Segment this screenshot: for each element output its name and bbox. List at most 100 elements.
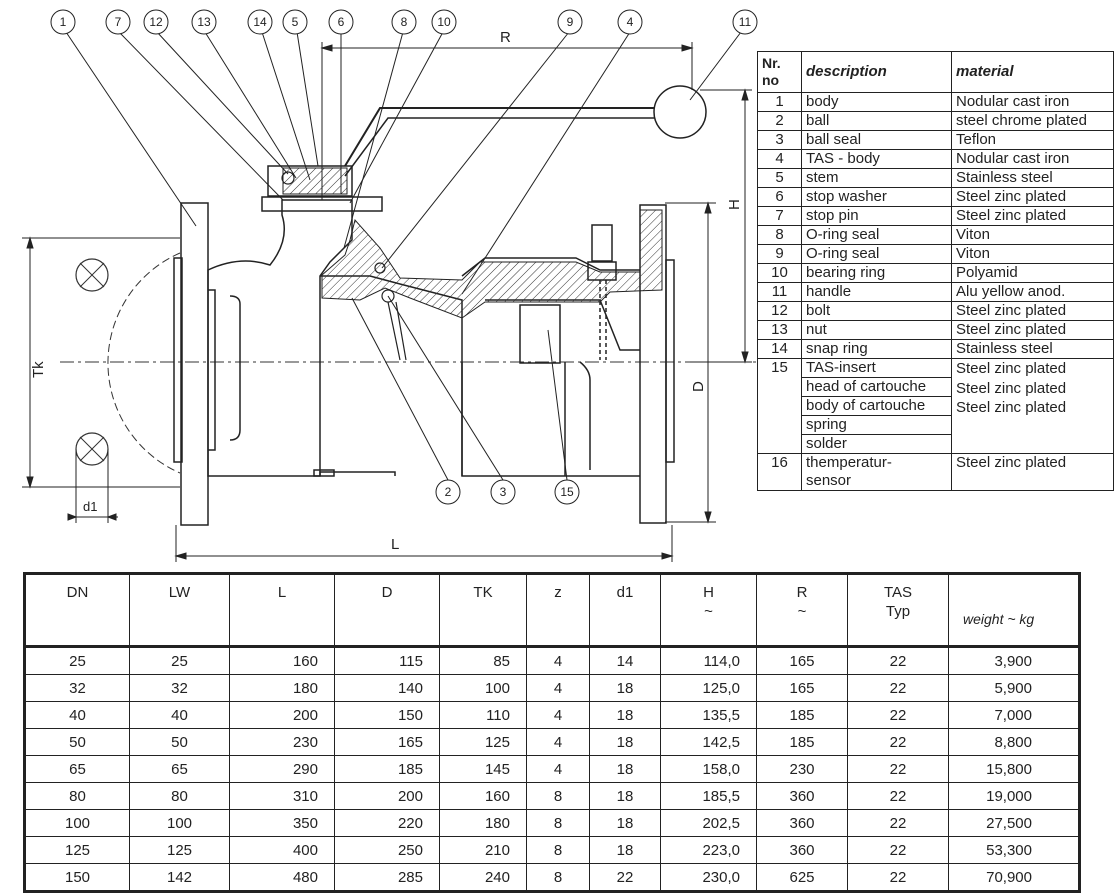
dimensions-cell: 230 xyxy=(229,728,335,756)
dimensions-cell: 8,800 xyxy=(948,728,1080,756)
dimensions-cell: 240 xyxy=(439,863,527,892)
dimensions-cell: 185 xyxy=(756,728,848,756)
part-material: Steel zinc plated xyxy=(956,399,1067,417)
dimensions-cell: 25 xyxy=(129,646,230,675)
dimensions-cell: 70,900 xyxy=(948,863,1080,892)
part-description: ball xyxy=(801,111,952,131)
dimensions-cell: 65 xyxy=(24,755,130,783)
part-description: stop washer xyxy=(801,187,952,207)
part-material: Steel zinc plated xyxy=(951,187,1114,207)
dimensions-cell: 165 xyxy=(334,728,440,756)
part-description: themperatur-sensor xyxy=(801,453,952,491)
dimensions-cell: 210 xyxy=(439,836,527,864)
dimensions-header-cell: weight ~ kg xyxy=(948,573,1080,648)
callout-1: 1 xyxy=(50,9,76,35)
dimensions-cell: 14 xyxy=(589,646,661,675)
part-number: 12 xyxy=(757,301,802,321)
dimensions-cell: 285 xyxy=(334,863,440,892)
part-number: 15 xyxy=(757,358,802,454)
part-material: Steel zinc plated xyxy=(951,453,1114,491)
part-description: stem xyxy=(801,168,952,188)
dimensions-cell: 4 xyxy=(526,728,590,756)
svg-text:9: 9 xyxy=(567,15,574,29)
parts-header-nr: Nr.no xyxy=(757,51,802,93)
callout-3: 3 xyxy=(490,479,516,505)
dimension-lines xyxy=(22,42,752,562)
svg-text:10: 10 xyxy=(437,15,451,29)
part-number: 1 xyxy=(757,92,802,112)
dimension-text: R H D Tk L d1 xyxy=(30,29,743,553)
dimensions-cell: 22 xyxy=(847,836,949,864)
part-number: 9 xyxy=(757,244,802,264)
dimensions-cell: 25 xyxy=(24,646,130,675)
dimensions-cell: 18 xyxy=(589,674,661,702)
dimensions-header-cell: z xyxy=(526,573,590,648)
dimensions-cell: 50 xyxy=(129,728,230,756)
callout-7: 7 xyxy=(105,9,131,35)
dimensions-cell: 15,800 xyxy=(948,755,1080,783)
dimensions-cell: 4 xyxy=(526,646,590,675)
dimensions-cell: 80 xyxy=(24,782,130,810)
callout-12: 12 xyxy=(143,9,169,35)
part-material: steel chrome plated xyxy=(951,111,1114,131)
dimensions-cell: 185,5 xyxy=(660,782,757,810)
dimensions-cell: 22 xyxy=(589,863,661,892)
dimensions-cell: 185 xyxy=(334,755,440,783)
dimensions-cell: 50 xyxy=(24,728,130,756)
part-material: Stainless steel xyxy=(951,168,1114,188)
dimensions-cell: 135,5 xyxy=(660,701,757,729)
svg-text:11: 11 xyxy=(739,15,752,29)
dimensions-header-cell: R~ xyxy=(756,573,848,648)
part-material: Nodular cast iron xyxy=(951,92,1114,112)
callout-6: 6 xyxy=(328,9,354,35)
dimensions-cell: 158,0 xyxy=(660,755,757,783)
callout-14: 14 xyxy=(247,9,273,35)
dimensions-cell: 40 xyxy=(129,701,230,729)
svg-text:2: 2 xyxy=(445,485,452,499)
dimensions-cell: 19,000 xyxy=(948,782,1080,810)
dimensions-cell: 27,500 xyxy=(948,809,1080,837)
dimensions-cell: 115 xyxy=(334,646,440,675)
part-number: 14 xyxy=(757,339,802,359)
dimensions-header-cell: L xyxy=(229,573,335,648)
dimensions-cell: 22 xyxy=(847,863,949,892)
dimensions-cell: 18 xyxy=(589,755,661,783)
part-number: 4 xyxy=(757,149,802,169)
callout-10: 10 xyxy=(431,9,457,35)
dim-label-l: L xyxy=(391,536,399,553)
svg-text:15: 15 xyxy=(560,485,574,499)
dimensions-cell: 22 xyxy=(847,755,949,783)
callout-2: 2 xyxy=(435,479,461,505)
dimensions-cell: 230 xyxy=(756,755,848,783)
svg-text:1: 1 xyxy=(60,15,67,29)
parts-row-15: body of cartouche xyxy=(758,396,1114,416)
part-description: snap ring xyxy=(801,339,952,359)
part-description: solder xyxy=(801,434,952,454)
leader-lines xyxy=(65,31,742,481)
dimensions-cell: 18 xyxy=(589,782,661,810)
callout-8: 8 xyxy=(391,9,417,35)
dimensions-cell: 360 xyxy=(756,836,848,864)
dimensions-cell: 18 xyxy=(589,701,661,729)
dimensions-cell: 142,5 xyxy=(660,728,757,756)
part-description: bolt xyxy=(801,301,952,321)
dimensions-cell: 220 xyxy=(334,809,440,837)
part-number: 7 xyxy=(757,206,802,226)
dimensions-cell: 125 xyxy=(129,836,230,864)
part-material: Viton xyxy=(951,244,1114,264)
dim-label-d1: d1 xyxy=(83,499,97,514)
dimensions-cell: 185 xyxy=(756,701,848,729)
dimensions-cell: 202,5 xyxy=(660,809,757,837)
